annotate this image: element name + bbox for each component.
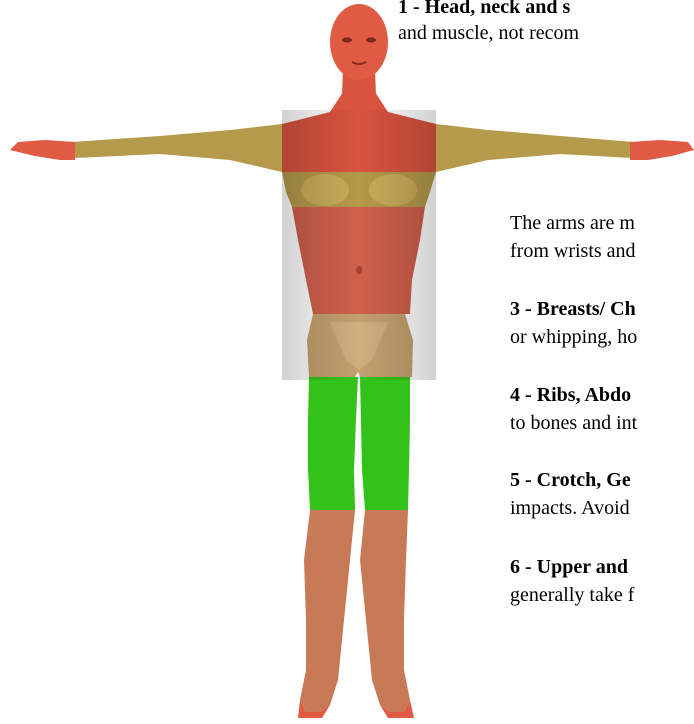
block4-heading: 4 - Ribs, Abdo: [510, 384, 631, 406]
block6-heading: 6 - Upper and: [510, 556, 628, 578]
zone-lower-legs: [298, 510, 414, 718]
arms-text-line1: The arms are m: [510, 212, 635, 234]
block5-text: impacts. Avoid: [510, 497, 630, 519]
block1-text: and muscle, not recom: [398, 22, 579, 44]
left-hand-icon: [10, 140, 75, 160]
block5-heading: 5 - Crotch, Ge: [510, 469, 631, 491]
block1-heading: 1 - Head, neck and s: [398, 0, 570, 18]
block3-text: or whipping, ho: [510, 326, 637, 348]
block4-text: to bones and int: [510, 412, 637, 434]
arms-text-line2: from wrists and: [510, 240, 636, 262]
block3-heading: 3 - Breasts/ Ch: [510, 298, 636, 320]
zone-thighs: [308, 377, 410, 510]
block6-text: generally take f: [510, 584, 634, 606]
right-hand-icon: [630, 140, 694, 160]
torso-shading: [282, 110, 436, 380]
